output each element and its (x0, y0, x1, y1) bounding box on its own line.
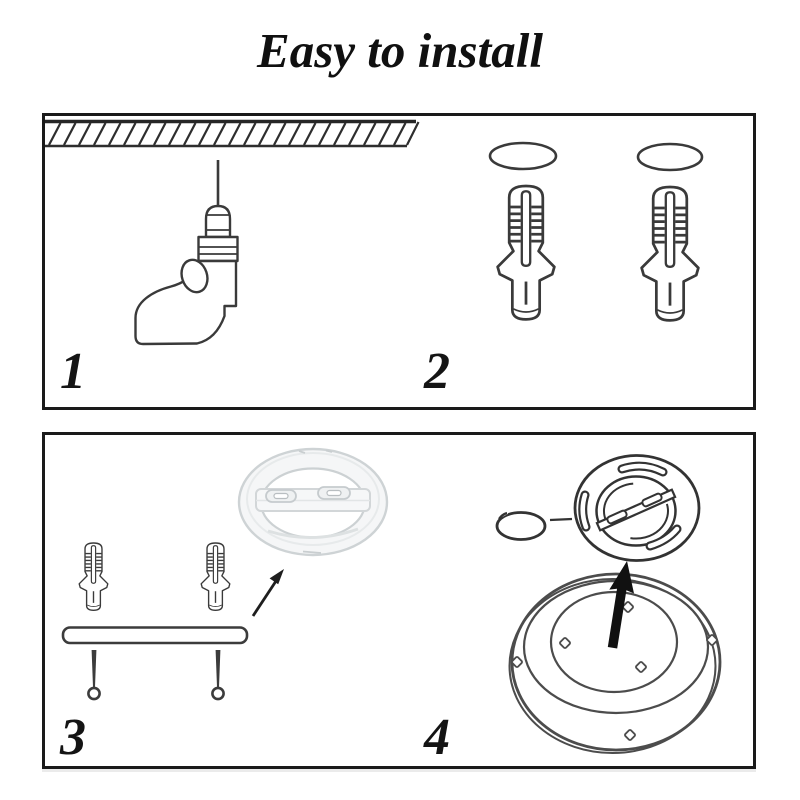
step-3-number: 3 (60, 709, 86, 766)
panel-2-drawing (61, 447, 722, 754)
plate-arc-slots (578, 461, 682, 551)
drill-hole-icon (488, 141, 704, 172)
panel-steps-3-4 (42, 432, 756, 769)
assemble-arrow-icon (251, 569, 284, 617)
lamp-base-icon (508, 572, 722, 754)
screw-icon (87, 650, 225, 701)
mounting-ring-photo (237, 447, 389, 557)
panel-steps-1-2 (42, 113, 756, 410)
page-title: Easy to install (257, 23, 543, 78)
wall-anchor-icon (496, 184, 700, 322)
panel-1-drawing (45, 119, 704, 346)
seal-ring-icon (495, 509, 573, 541)
attach-arrow-icon (607, 561, 635, 649)
step-4-number: 4 (424, 709, 450, 766)
step-1-number: 1 (60, 343, 86, 400)
drill-icon (134, 160, 239, 346)
ceiling-hatch (45, 119, 420, 148)
mounting-bar (61, 626, 249, 645)
mounting-plate-icon (573, 454, 701, 562)
step-2-number: 2 (424, 343, 450, 400)
wall-anchor-small-icon (78, 542, 231, 611)
